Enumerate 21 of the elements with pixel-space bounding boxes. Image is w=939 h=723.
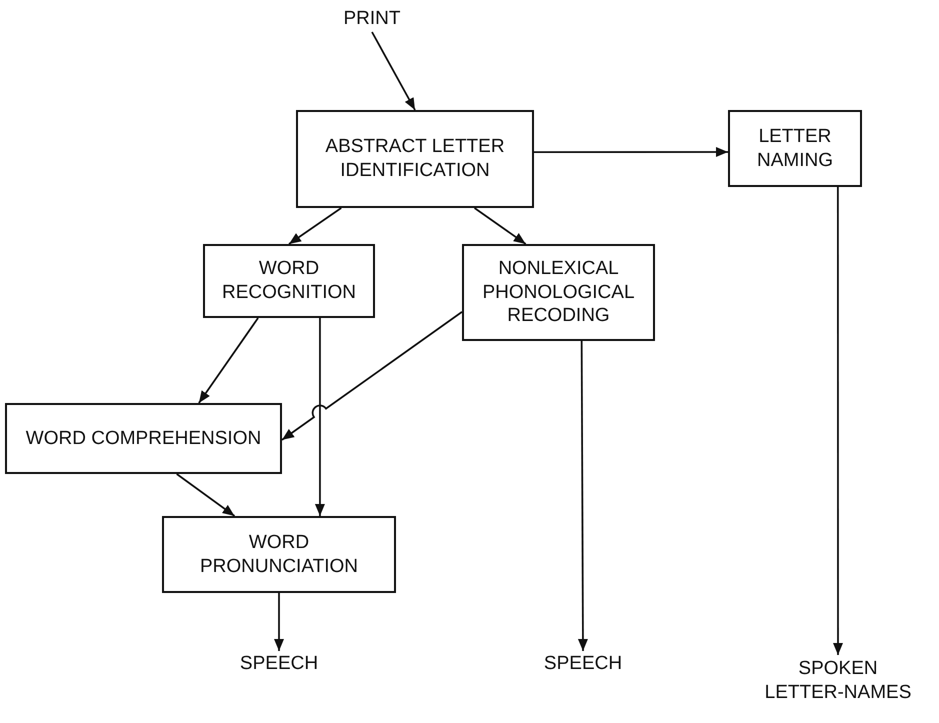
terminal-label: SPEECH [225, 651, 333, 677]
arrow [578, 341, 588, 651]
arrow [314, 318, 325, 516]
process-box: WORD PRONUNCIATION [162, 516, 396, 593]
arrow [198, 317, 259, 404]
arrow [371, 32, 416, 110]
arrow [288, 207, 342, 245]
arrow [534, 146, 728, 157]
terminal-label: SPOKEN LETTER-NAMES [763, 655, 913, 707]
arrow [281, 311, 463, 441]
process-box: WORD RECOGNITION [203, 244, 375, 318]
process-box: NONLEXICAL PHONOLOGICAL RECODING [462, 244, 655, 341]
arrow [176, 473, 236, 517]
process-box: ABSTRACT LETTER IDENTIFICATION [296, 110, 534, 208]
terminal-label: SPEECH [529, 651, 637, 677]
arrow [274, 593, 284, 651]
process-box: WORD COMPREHENSION [5, 403, 282, 474]
terminal-label: PRINT [322, 6, 422, 32]
arrow [474, 207, 526, 245]
arrow [833, 187, 843, 655]
process-box: LETTER NAMING [728, 110, 862, 187]
